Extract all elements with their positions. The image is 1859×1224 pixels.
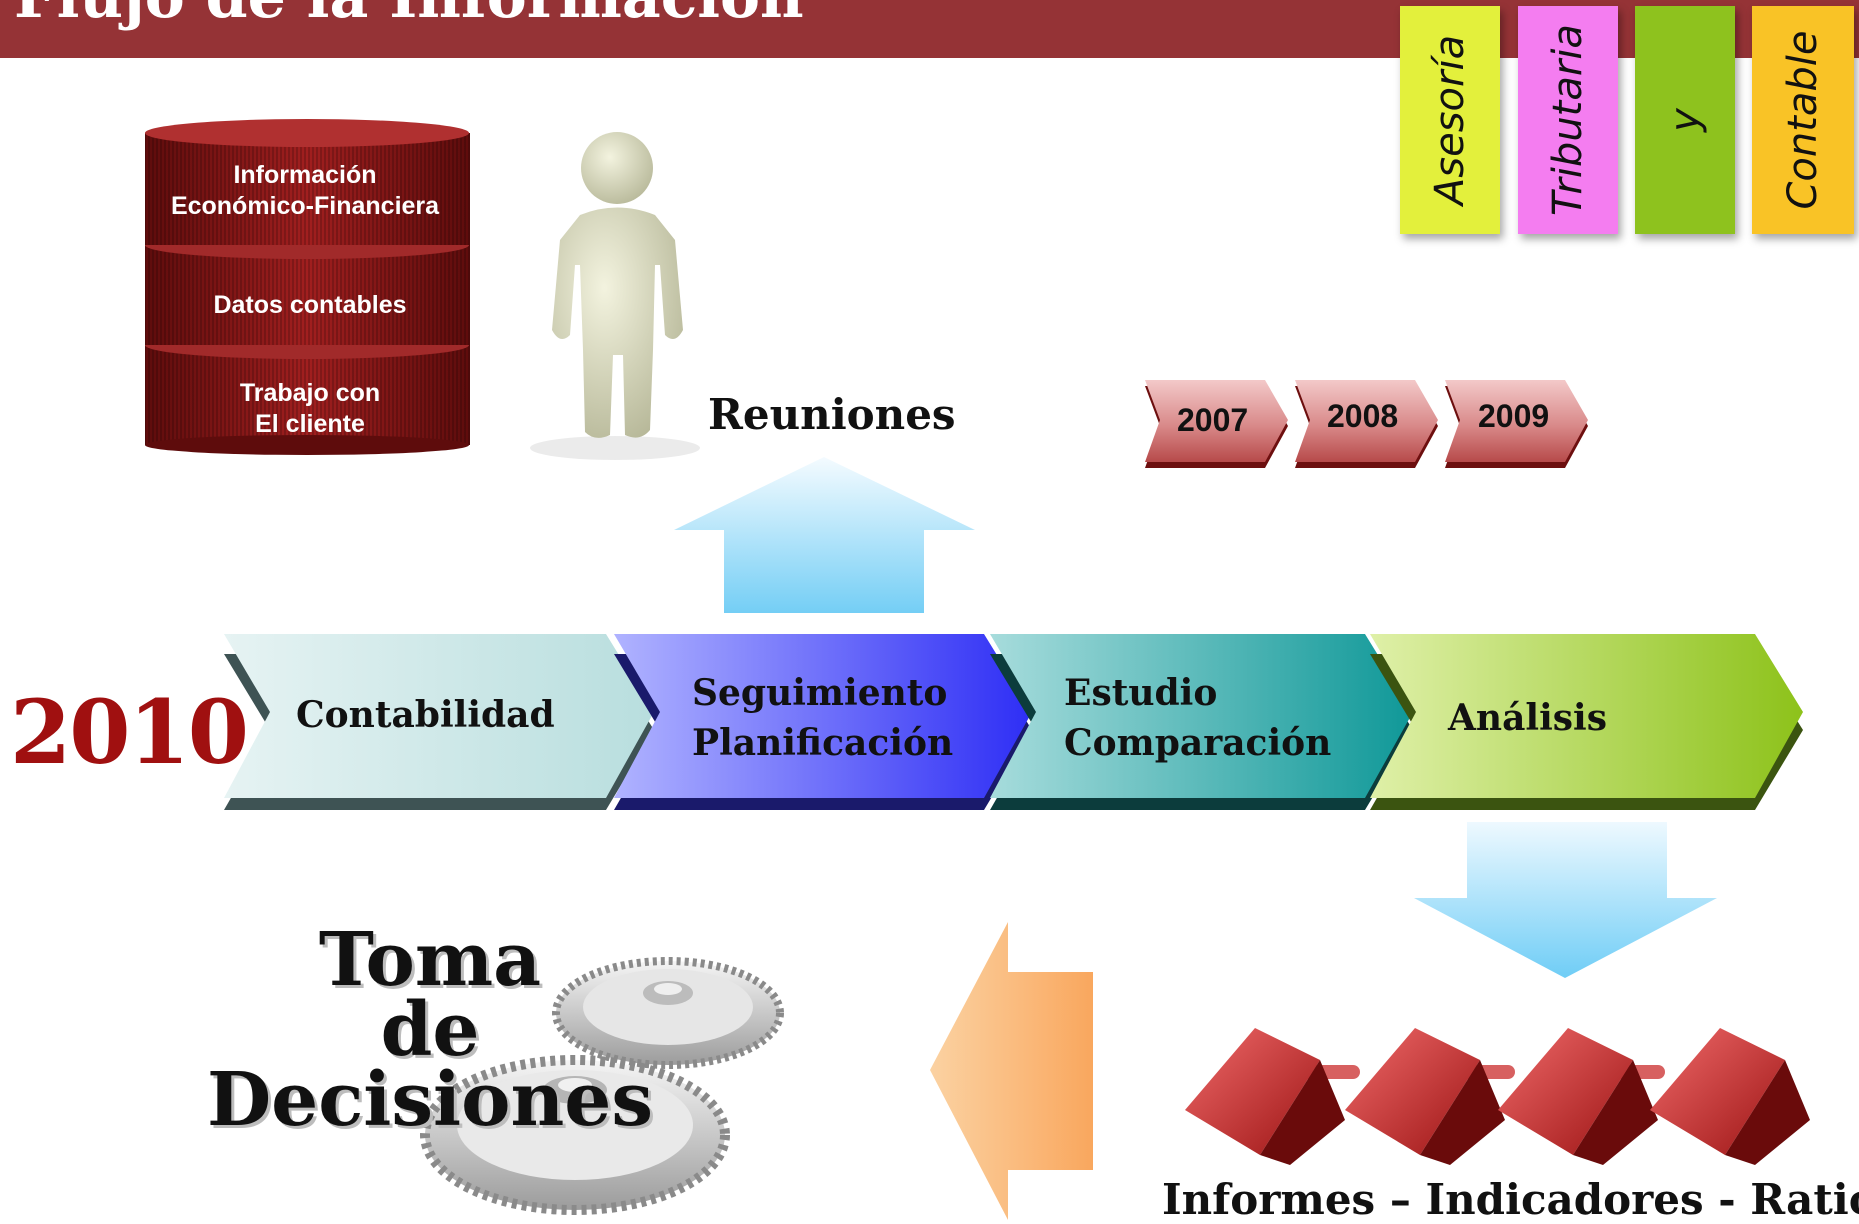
gears-icon (420, 957, 784, 1215)
process-step-3: Estudio Comparación (1064, 668, 1331, 768)
chevron-estudio (990, 634, 1413, 810)
sticky-note-tributaria: Tributaria (1518, 6, 1618, 234)
sticky-note-label: Tributaria (1545, 24, 1591, 216)
year-arrows (1145, 380, 1588, 468)
decision-line1: Toma (318, 917, 542, 1003)
process-step-3-line2: Comparación (1064, 722, 1332, 764)
database-level-2-line1: Datos contables (213, 291, 407, 319)
page-title: Flujo de la Información (14, 0, 804, 32)
process-step-2-line2: Planificación (692, 722, 954, 764)
database-stack-icon (145, 119, 470, 455)
year-arrow-2008 (1295, 380, 1438, 468)
database-level-3: Trabajo con El cliente (145, 378, 475, 440)
sticky-note-label: Asesoría (1427, 34, 1473, 206)
database-level-1: Información Económico-Financiera (140, 160, 470, 222)
cube-3 (1498, 1028, 1658, 1165)
red-cubes-icon (1185, 1028, 1810, 1165)
database-level-3-line2: El cliente (255, 410, 365, 438)
current-year: 2010 (10, 680, 249, 784)
cube-4 (1650, 1028, 1810, 1165)
process-step-2: Seguimiento Planificación (692, 668, 953, 768)
sticky-note-asesoria: Asesoría (1400, 6, 1500, 234)
sticky-note-contable: Contable (1752, 6, 1854, 234)
process-step-1-line1: Contabilidad (296, 694, 555, 736)
year-2008-label: 2008 (1327, 398, 1399, 434)
database-level-1-line2: Económico-Financiera (170, 192, 440, 220)
sticky-note-y: y (1635, 6, 1735, 234)
year-2009-label: 2009 (1478, 398, 1550, 434)
chevron-seguimiento (614, 634, 1032, 810)
process-step-4: Análisis (1448, 693, 1607, 743)
process-step-4-line1: Análisis (1448, 697, 1607, 739)
down-arrow-icon (1414, 822, 1717, 978)
year-arrow-2009 (1445, 380, 1588, 468)
chevron-analisis (1370, 634, 1803, 810)
year-2007-label: 2007 (1177, 402, 1249, 438)
outputs-label: Informes – Indicadores - Ratios (1162, 1175, 1859, 1224)
database-level-3-line1: Trabajo con (239, 379, 381, 407)
cube-1 (1185, 1028, 1345, 1165)
decision-line3: Decisiones (206, 1057, 654, 1143)
database-level-2: Datos contables (145, 290, 475, 321)
process-step-2-line1: Seguimiento (692, 672, 948, 714)
process-step-3-line1: Estudio (1064, 672, 1218, 714)
cube-2 (1345, 1028, 1505, 1165)
sticky-note-label: y (1662, 108, 1708, 132)
process-step-1: Contabilidad (296, 690, 555, 740)
decision-line2: de (380, 987, 480, 1073)
person-icon (530, 132, 700, 460)
decision-title: Toma de Decisiones (170, 917, 690, 1143)
database-level-1-line1: Información (233, 161, 377, 189)
reuniones-label: Reuniones (708, 390, 956, 439)
year-arrow-2007 (1145, 380, 1288, 468)
up-arrow-icon (674, 457, 975, 613)
process-chevrons (224, 634, 1803, 810)
chevron-contabilidad (224, 634, 654, 810)
left-arrow-icon (930, 922, 1093, 1220)
sticky-note-label: Contable (1780, 30, 1826, 210)
